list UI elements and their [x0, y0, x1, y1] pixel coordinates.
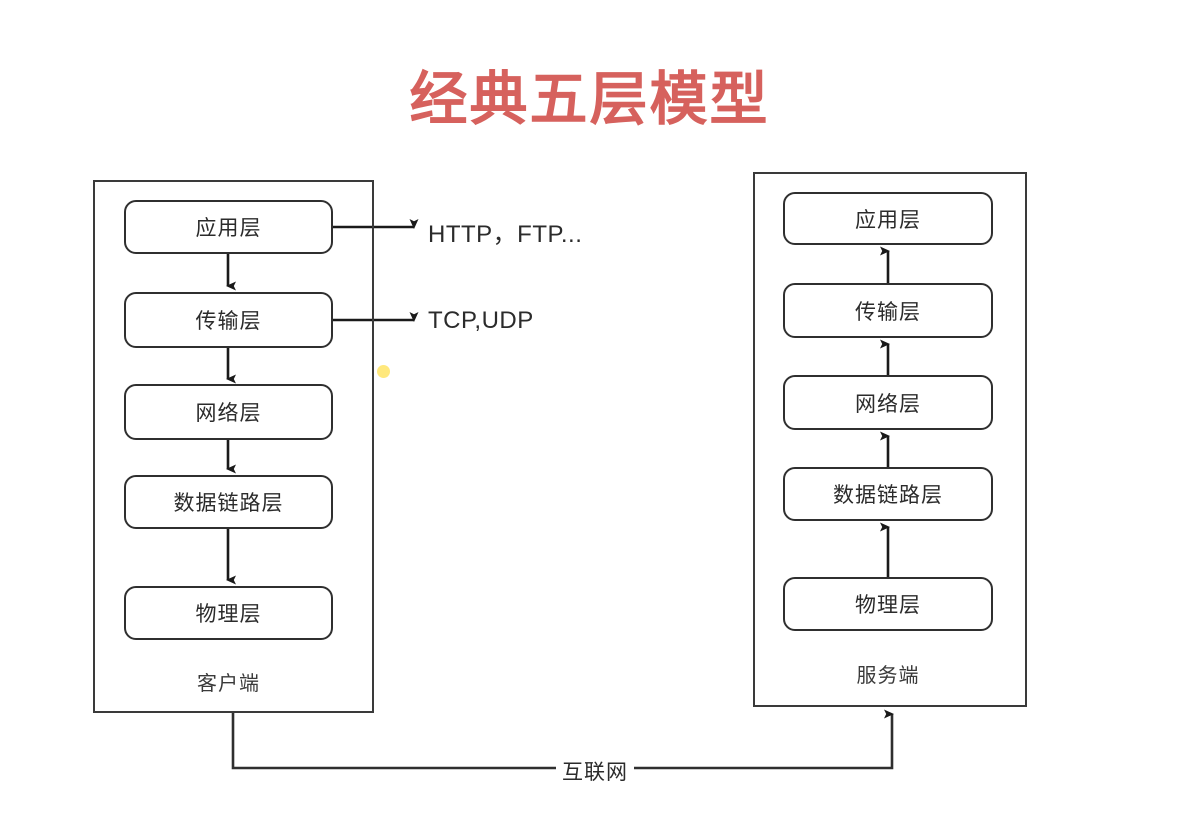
client-layer-physical[interactable]: 物理层	[124, 586, 333, 640]
server-layer-network[interactable]: 网络层	[783, 375, 993, 430]
client-endpoint-label: 客户端	[197, 673, 260, 695]
client-layer-network-label: 网络层	[195, 402, 262, 425]
client-layer-datalink-label: 数据链路层	[173, 492, 284, 515]
client-layer-transport[interactable]: 传输层	[124, 292, 333, 348]
client-layer-application[interactable]: 应用层	[124, 200, 333, 254]
client-layer-transport-label: 传输层	[195, 310, 262, 333]
server-layer-transport-label: 传输层	[855, 300, 921, 324]
server-layer-application[interactable]: 应用层	[783, 192, 993, 245]
server-stack-container	[753, 172, 1027, 707]
page-title: 经典五层模型	[409, 67, 770, 132]
protocol-label-transport: TCP,UDP	[428, 307, 534, 334]
server-layer-physical-label: 物理层	[855, 594, 921, 617]
internet-link-label: 互联网	[556, 756, 634, 786]
client-layer-datalink[interactable]: 数据链路层	[124, 475, 333, 529]
server-layer-datalink[interactable]: 数据链路层	[783, 467, 993, 521]
server-layer-physical[interactable]: 物理层	[783, 577, 993, 631]
protocol-label-application: HTTP，FTP...	[428, 221, 583, 248]
server-layer-application-label: 应用层	[855, 208, 921, 232]
client-layer-network[interactable]: 网络层	[124, 384, 333, 440]
server-layer-datalink-label: 数据链路层	[833, 484, 943, 507]
server-endpoint-label: 服务端	[856, 665, 920, 687]
client-stack-container	[93, 180, 374, 713]
server-layer-network-label: 网络层	[855, 392, 921, 416]
highlight-dot-icon	[377, 365, 390, 378]
server-layer-transport[interactable]: 传输层	[783, 283, 993, 338]
client-layer-application-label: 应用层	[195, 217, 262, 240]
client-layer-physical-label: 物理层	[195, 603, 262, 626]
